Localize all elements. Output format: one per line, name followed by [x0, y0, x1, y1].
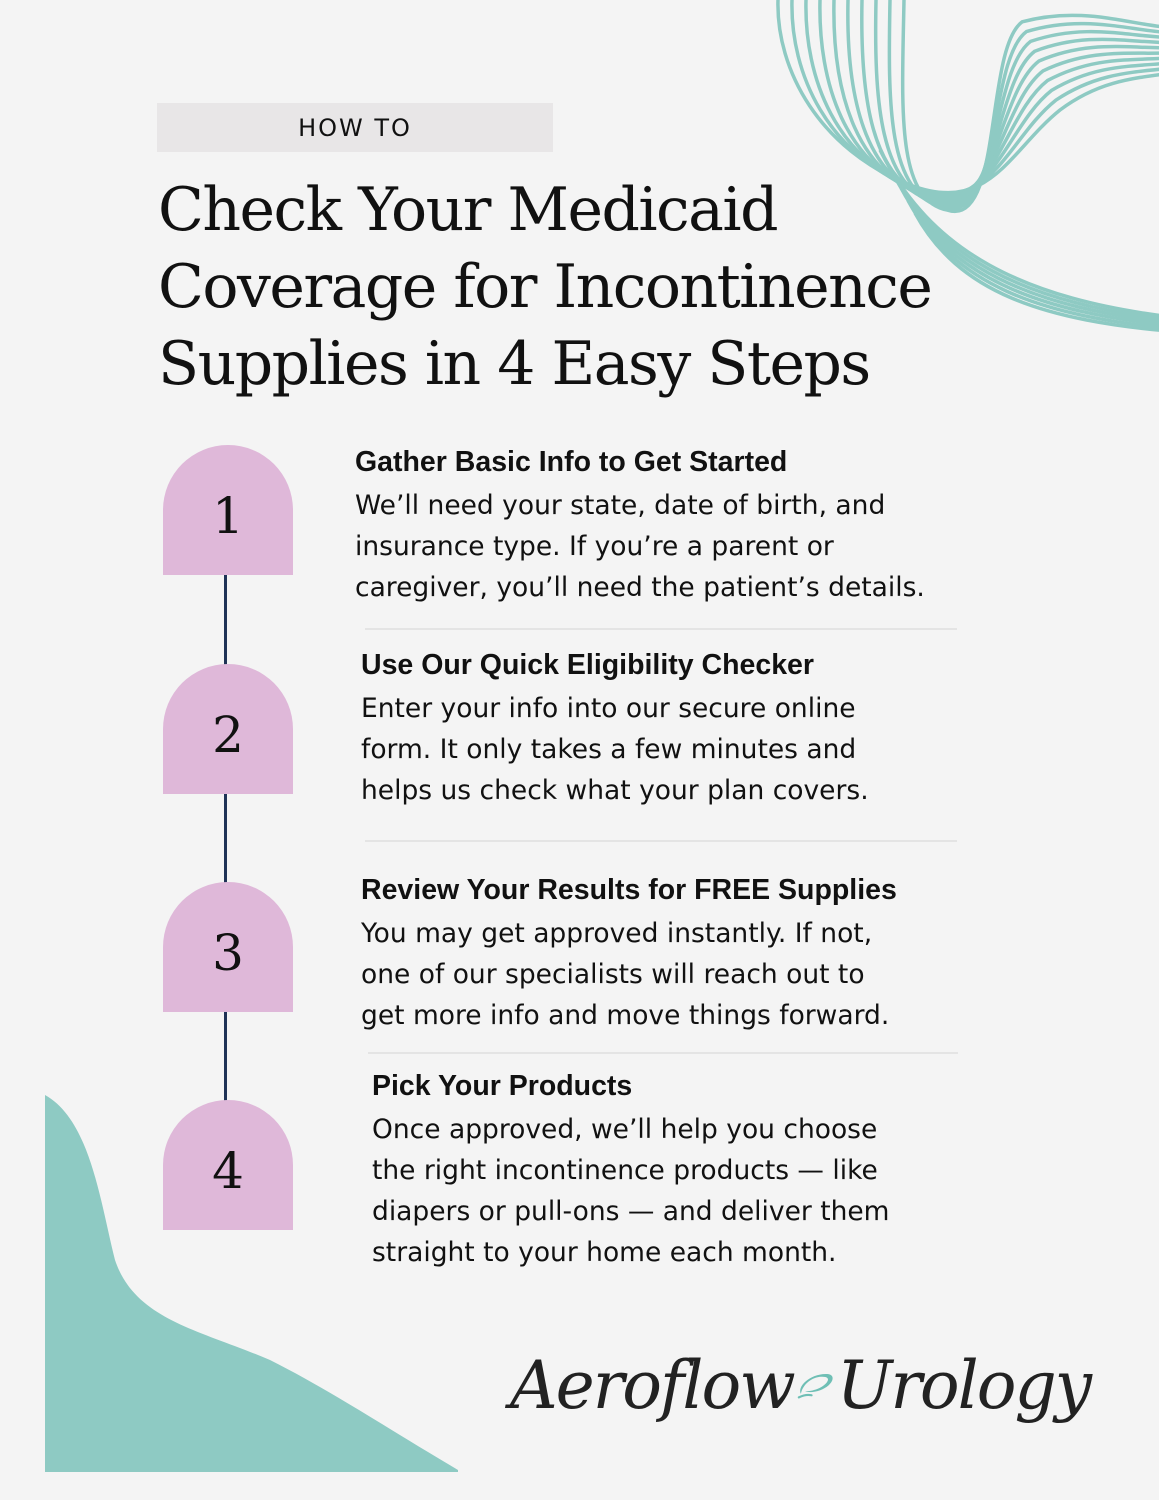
aeroflow-swoosh-icon	[797, 1374, 833, 1399]
title-line-2: Coverage for Incontinence	[158, 252, 933, 322]
step-divider	[365, 840, 957, 842]
step-3: Review Your Results for FREE Supplies Yo…	[361, 873, 1001, 1036]
teal-blob-decoration	[45, 1095, 458, 1472]
how-to-label: HOW TO	[157, 103, 553, 152]
page-title: Check Your Medicaid Coverage for Inconti…	[158, 172, 933, 403]
step-3-title: Review Your Results for FREE Supplies	[361, 874, 897, 906]
step-1-badge: 1	[163, 445, 293, 575]
timeline-connector	[224, 575, 227, 1105]
step-divider	[368, 1052, 958, 1054]
wave-line	[913, 212, 1159, 332]
step-1-body: We’ll need your state, date of birth, an…	[355, 490, 925, 603]
step-2-badge: 2	[163, 664, 293, 794]
step-4: Pick Your Products Once approved, we’ll …	[372, 1069, 1012, 1273]
step-2: Use Our Quick Eligibility Checker Enter …	[361, 648, 1001, 811]
step-4-badge: 4	[163, 1100, 293, 1230]
wave-line	[804, 0, 1159, 198]
step-1: Gather Basic Info to Get Started We’ll n…	[355, 445, 995, 608]
step-1-title: Gather Basic Info to Get Started	[355, 446, 788, 478]
step-4-title: Pick Your Products	[372, 1070, 633, 1102]
step-divider	[365, 628, 957, 630]
step-3-body: You may get approved instantly. If not, …	[361, 918, 890, 1031]
title-line-3: Supplies in 4 Easy Steps	[158, 329, 871, 399]
logo-word-urology: Urology	[836, 1346, 1092, 1424]
step-2-body: Enter your info into our secure online f…	[361, 693, 869, 806]
step-3-badge: 3	[163, 882, 293, 1012]
wave-line	[887, 0, 1159, 211]
wave-line	[900, 0, 1159, 214]
logo-word-aeroflow: Aeroflow	[510, 1346, 796, 1424]
step-2-title: Use Our Quick Eligibility Checker	[361, 649, 814, 681]
wave-lines-decoration	[776, 0, 1159, 332]
aeroflow-urology-logo: Aeroflow Urology	[510, 1335, 1092, 1435]
step-4-body: Once approved, we’ll help you choose the…	[372, 1114, 890, 1268]
title-line-1: Check Your Medicaid	[158, 175, 779, 245]
